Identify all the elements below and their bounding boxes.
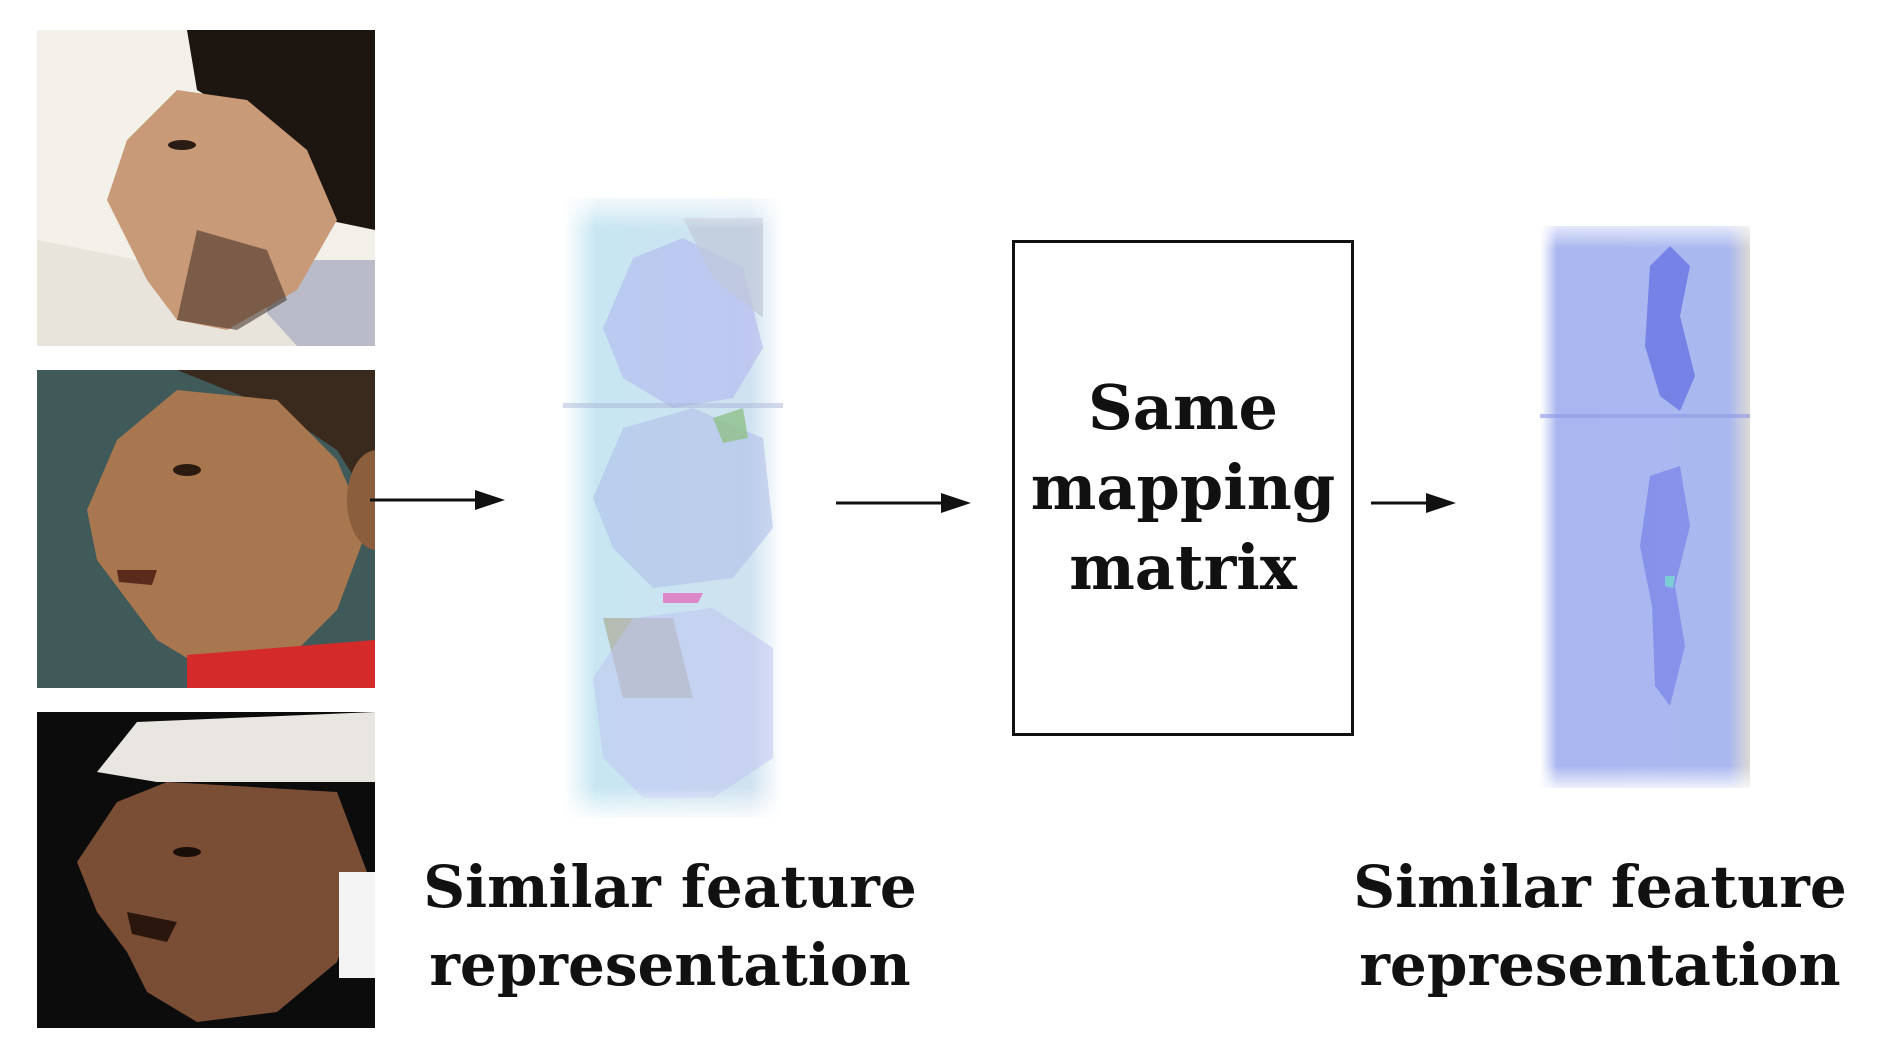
arrow-features-to-mapping xyxy=(836,493,971,513)
face-image-3 xyxy=(37,712,375,1028)
caption-right: Similar feature representation xyxy=(1350,848,1850,1004)
caption-left: Similar feature representation xyxy=(420,848,920,1004)
mapping-line-3: matrix xyxy=(1069,531,1297,604)
mapping-matrix-label: Same mapping matrix xyxy=(1031,368,1335,608)
caption-left-line-1: Similar feature xyxy=(423,853,917,921)
mapping-matrix-box: Same mapping matrix xyxy=(1012,240,1354,736)
arrow-faces-to-features xyxy=(370,490,505,510)
arrow-mapping-to-features xyxy=(1371,493,1456,513)
mapping-line-2: mapping xyxy=(1030,451,1336,524)
caption-right-line-1: Similar feature xyxy=(1353,853,1847,921)
face-image-2 xyxy=(37,370,375,688)
feature-representation-left xyxy=(563,198,783,818)
mapping-line-1: Same xyxy=(1088,371,1278,444)
caption-left-line-2: representation xyxy=(429,931,911,999)
face-image-1 xyxy=(37,30,375,346)
feature-representation-right xyxy=(1540,226,1750,788)
caption-right-line-2: representation xyxy=(1359,931,1841,999)
